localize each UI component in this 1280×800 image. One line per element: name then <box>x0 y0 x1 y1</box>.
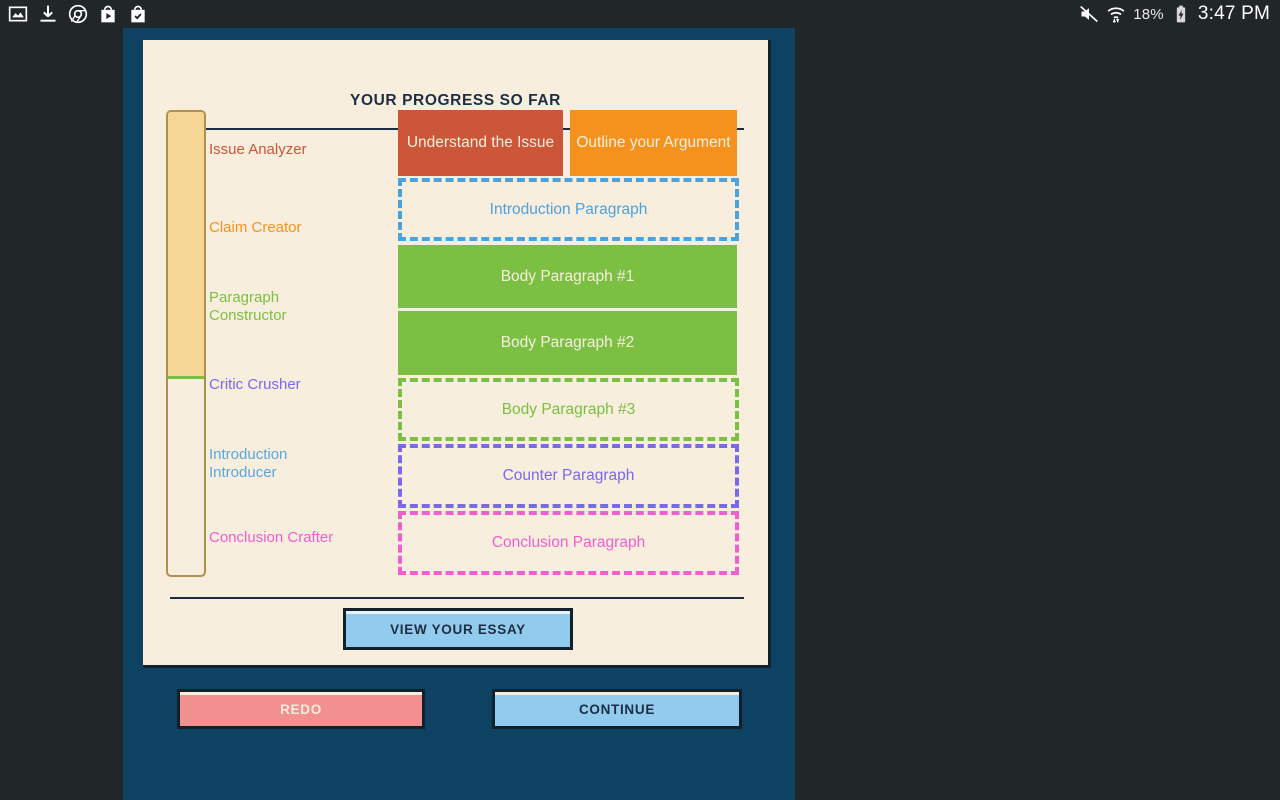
essay-block-label: Body Paragraph #1 <box>500 267 635 285</box>
stage-label-line: Claim Creator <box>209 219 302 236</box>
wifi-transfer-icon <box>1106 4 1126 24</box>
play-store-checked-icon <box>128 4 148 24</box>
stage-label: Conclusion Crafter <box>209 529 389 547</box>
continue-button[interactable]: CONTINUE <box>492 689 742 729</box>
essay-block-label: Counter Paragraph <box>502 467 635 484</box>
essay-block-label: Understand the Issue <box>406 134 555 151</box>
gallery-icon <box>8 4 28 24</box>
essay-block-label: Body Paragraph #2 <box>500 334 635 351</box>
essay-block[interactable]: Understand the Issue <box>398 110 563 176</box>
essay-block-label: Introduction Paragraph <box>489 200 648 218</box>
stage-label: Claim Creator <box>209 219 389 237</box>
stage-label-line: Issue Analyzer <box>209 141 307 158</box>
progress-track <box>166 110 206 577</box>
redo-label: REDO <box>280 701 322 717</box>
essay-block[interactable]: Body Paragraph #3 <box>398 378 739 441</box>
essay-block-label: Body Paragraph #3 <box>501 400 636 418</box>
stage-label-line: Critic Crusher <box>209 376 301 393</box>
volume-muted-icon <box>1079 4 1099 24</box>
battery-percent-label: 18% <box>1133 5 1164 23</box>
stage-label: Critic Crusher <box>209 376 389 394</box>
stage-label: Issue Analyzer <box>209 141 389 159</box>
progress-fill <box>168 112 204 380</box>
download-icon <box>38 4 58 24</box>
essay-block[interactable]: Outline your Argument <box>570 110 737 176</box>
essay-block[interactable]: Body Paragraph #1 <box>398 245 737 308</box>
view-essay-label: VIEW YOUR ESSAY <box>390 621 526 637</box>
essay-block[interactable]: Conclusion Paragraph <box>398 511 739 575</box>
android-status-bar: 18% 3:47 PM <box>0 0 1280 28</box>
view-essay-button[interactable]: VIEW YOUR ESSAY <box>343 608 573 650</box>
continue-label: CONTINUE <box>578 701 656 717</box>
status-notification-icons <box>0 4 148 24</box>
essay-block[interactable]: Introduction Paragraph <box>398 178 739 241</box>
redo-button[interactable]: REDO <box>177 689 425 729</box>
essay-block[interactable]: Body Paragraph #2 <box>398 311 737 375</box>
page-title: YOUR PROGRESS SO FAR <box>350 92 561 109</box>
stage-label-line: Introducer <box>209 464 277 481</box>
divider-bottom <box>170 597 744 599</box>
chrome-icon <box>68 4 88 24</box>
essay-block-label: Outline your Argument <box>576 134 731 151</box>
essay-block-label: Conclusion Paragraph <box>491 534 646 551</box>
stage-label-line: Paragraph <box>209 289 280 306</box>
play-store-icon <box>98 4 118 24</box>
clock-label: 3:47 PM <box>1197 3 1270 24</box>
essay-block[interactable]: Counter Paragraph <box>398 444 739 508</box>
status-system-icons: 18% 3:47 PM <box>1079 3 1280 25</box>
stage-label-line: Constructor <box>209 307 287 324</box>
battery-charging-icon <box>1171 4 1191 24</box>
stage-label-line: Conclusion Crafter <box>209 529 334 546</box>
stage-label-line: Introduction <box>209 446 288 463</box>
